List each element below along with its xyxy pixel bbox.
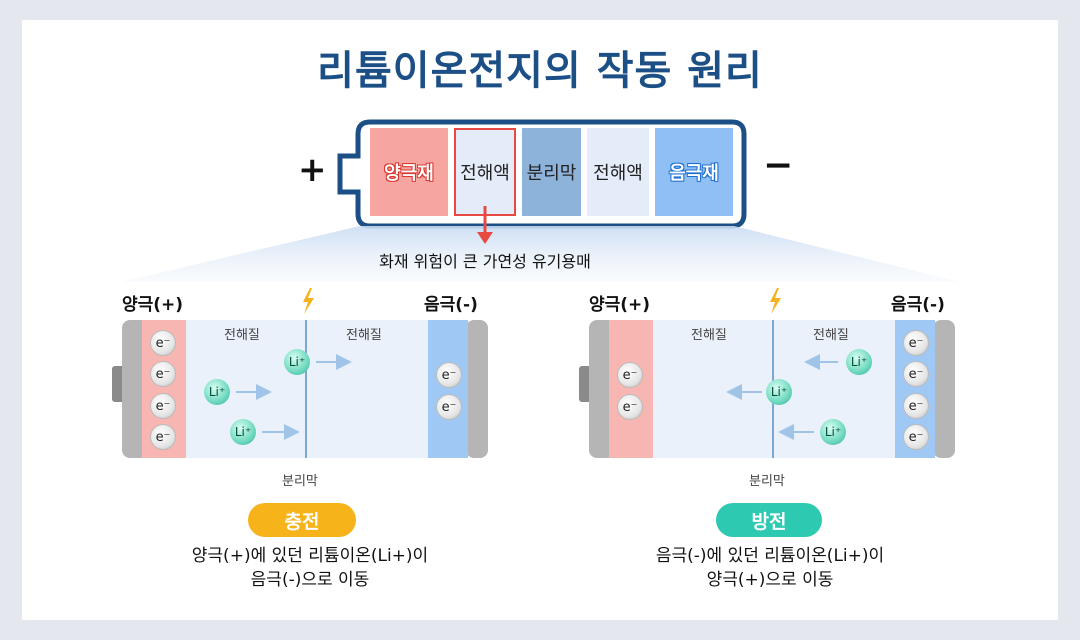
discharge-description: 음극(-)에 있던 리튬이온(Li+)이 양극(+)으로 이동 xyxy=(580,544,960,592)
discharge-anode-label: 음극(-) xyxy=(891,295,945,315)
page-title: 리튬이온전지의 작동 원리 xyxy=(317,48,763,94)
charge-description: 양극(+)에 있던 리튬이온(Li+)이 음극(-)으로 이동 xyxy=(120,544,500,592)
charge-description-line-2: 음극(-)으로 이동 xyxy=(250,570,370,590)
charge-separator-label: 분리막 xyxy=(282,474,318,489)
cell-electrolyte-left: 전해액 xyxy=(454,128,516,216)
discharge-bolt-icon xyxy=(770,288,781,314)
electron: e⁻ xyxy=(903,393,929,419)
charge-electrolyte-label-right: 전해질 xyxy=(346,328,382,343)
discharge-badge: 방전 xyxy=(716,503,822,537)
charge-electrolyte-label-left: 전해질 xyxy=(224,328,260,343)
charge-anode-band xyxy=(428,320,468,458)
callout-text: 화재 위험이 큰 가연성 유기용매 xyxy=(379,252,591,271)
lithium-ion: Li⁺ xyxy=(766,379,792,405)
minus-sign: − xyxy=(763,145,794,186)
lithium-ion: Li⁺ xyxy=(820,419,846,445)
electron: e⁻ xyxy=(150,393,176,419)
charge-cathode-label: 양극(+) xyxy=(122,295,184,315)
cell-anode: 음극재 xyxy=(655,128,733,216)
discharge-electrolyte-label-right: 전해질 xyxy=(813,328,849,343)
electron: e⁻ xyxy=(903,330,929,356)
lithium-ion: Li⁺ xyxy=(204,379,230,405)
electron: e⁻ xyxy=(436,394,462,420)
discharge-description-line-2: 양극(+)으로 이동 xyxy=(706,570,834,590)
discharge-separator-label: 분리막 xyxy=(749,474,785,489)
discharge-electrolyte-label-left: 전해질 xyxy=(691,328,727,343)
electron: e⁻ xyxy=(436,362,462,388)
electron: e⁻ xyxy=(903,424,929,450)
charge-anode-label: 음극(-) xyxy=(424,295,478,315)
discharge-cap-left xyxy=(589,320,615,458)
electron: e⁻ xyxy=(150,361,176,387)
electron: e⁻ xyxy=(150,424,176,450)
discharge-cathode-band xyxy=(609,320,653,458)
lithium-ion: Li⁺ xyxy=(284,349,310,375)
discharge-cap-right xyxy=(933,320,955,458)
lithium-ion: Li⁺ xyxy=(230,419,256,445)
cell-cathode: 양극재 xyxy=(370,128,448,216)
charge-cap-right xyxy=(466,320,488,458)
electron: e⁻ xyxy=(903,361,929,387)
charge-description-line-1: 양극(+)에 있던 리튬이온(Li+)이 xyxy=(191,546,429,566)
lithium-ion: Li⁺ xyxy=(846,349,872,375)
projection-fan xyxy=(120,226,960,282)
cell-separator: 분리막 xyxy=(522,128,581,216)
discharge-cathode-label: 양극(+) xyxy=(589,295,651,315)
discharge-description-line-1: 음극(-)에 있던 리튬이온(Li+)이 xyxy=(655,546,885,566)
electron: e⁻ xyxy=(617,394,643,420)
electron: e⁻ xyxy=(617,362,643,388)
charge-badge: 충전 xyxy=(248,503,356,537)
cell-electrolyte-right: 전해액 xyxy=(587,128,649,216)
charge-cap-left xyxy=(122,320,148,458)
callout-arrow-head xyxy=(477,232,493,244)
plus-sign: + xyxy=(298,150,327,190)
charge-bolt-icon xyxy=(303,288,314,314)
electron: e⁻ xyxy=(150,330,176,356)
